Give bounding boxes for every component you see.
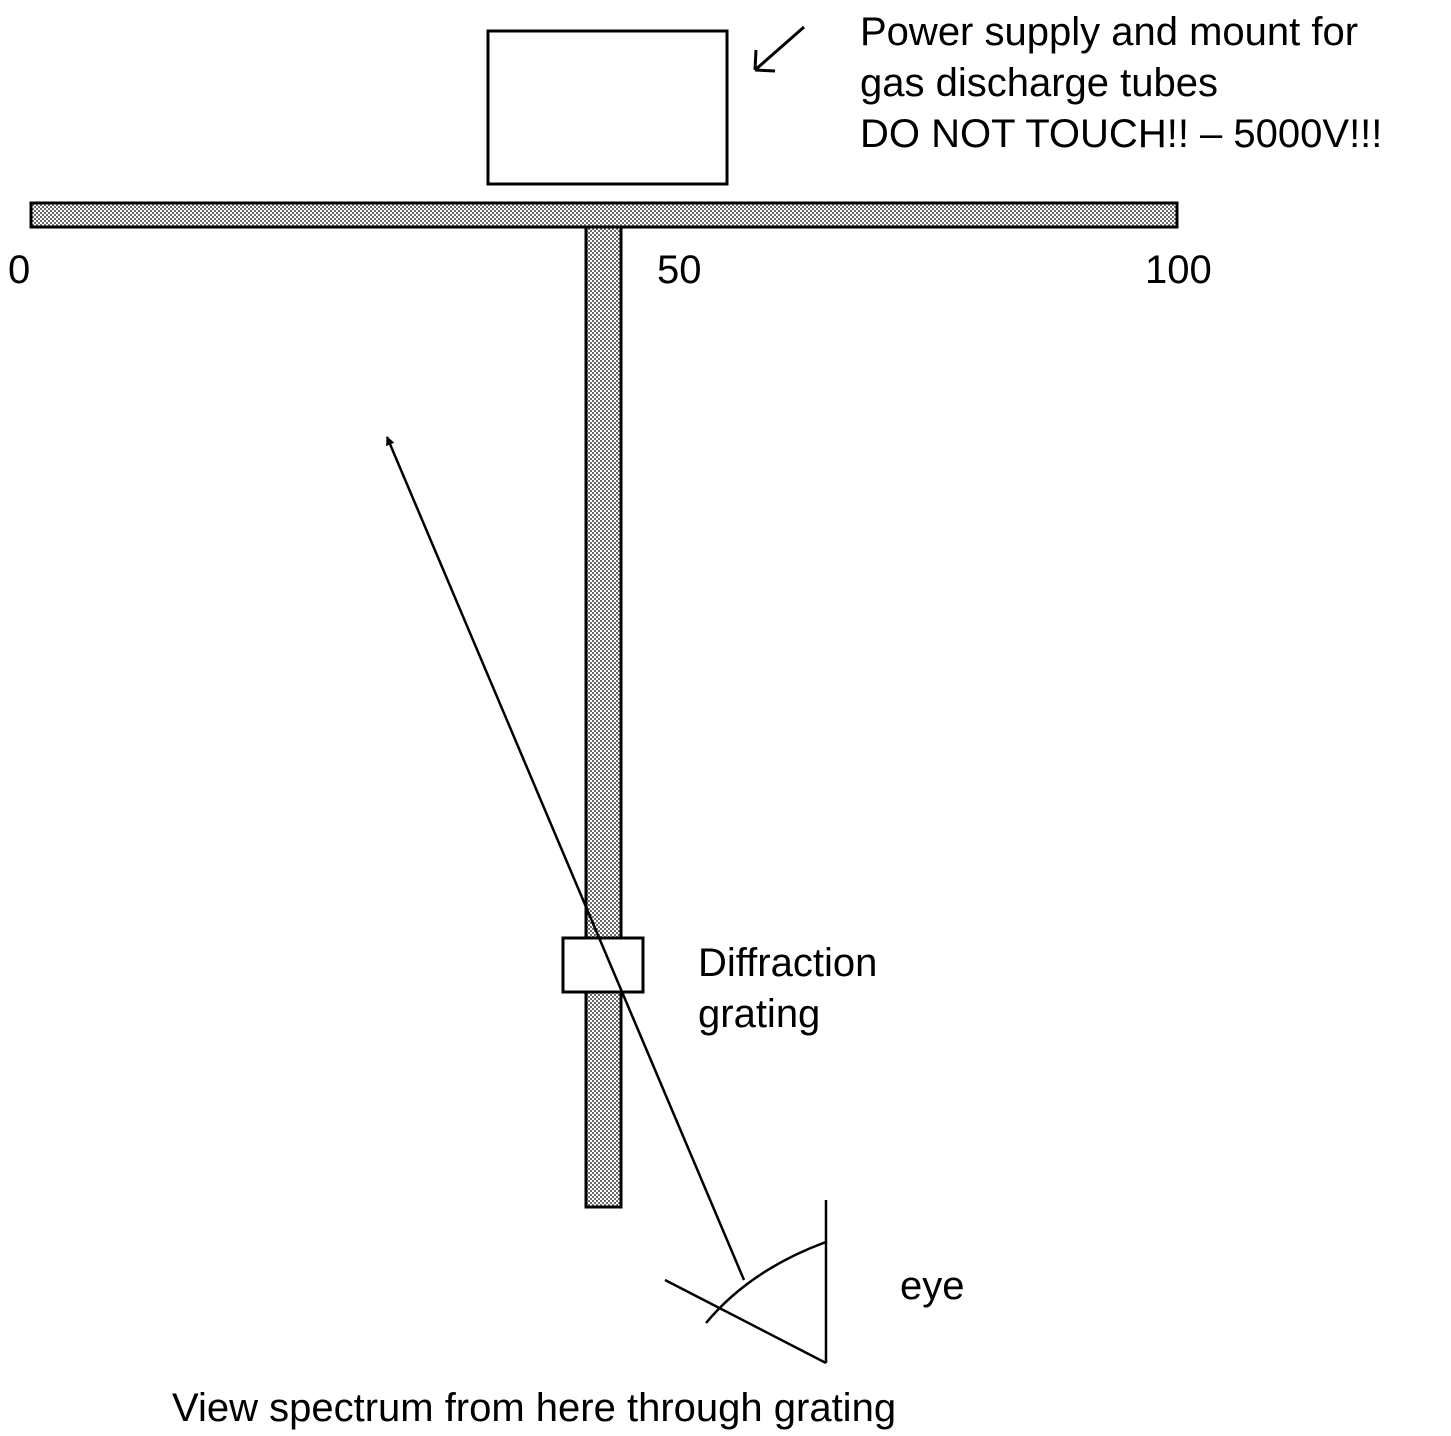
power-supply-label-line1: Power supply and mount for bbox=[860, 10, 1358, 54]
eye-icon bbox=[664, 1200, 828, 1365]
caption: View spectrum from here through grating bbox=[172, 1386, 896, 1430]
grating-label-line2: grating bbox=[698, 992, 820, 1036]
vertical-rail bbox=[584, 225, 623, 1209]
scale-tick-0: 0 bbox=[8, 248, 30, 292]
horizontal-rail bbox=[29, 201, 1179, 229]
power-supply-box bbox=[486, 29, 729, 186]
power-supply-warning-label: DO NOT TOUCH!! – 5000V!!! bbox=[860, 112, 1382, 156]
line-of-sight-arrow bbox=[385, 436, 746, 1281]
scale-tick-50: 50 bbox=[657, 248, 702, 292]
power-supply-pointer-arrow bbox=[753, 25, 805, 73]
scale-tick-100: 100 bbox=[1145, 248, 1212, 292]
eye-label: eye bbox=[900, 1264, 965, 1308]
power-supply-label-line2: gas discharge tubes bbox=[860, 61, 1218, 105]
grating-label-line1: Diffraction bbox=[698, 941, 877, 985]
